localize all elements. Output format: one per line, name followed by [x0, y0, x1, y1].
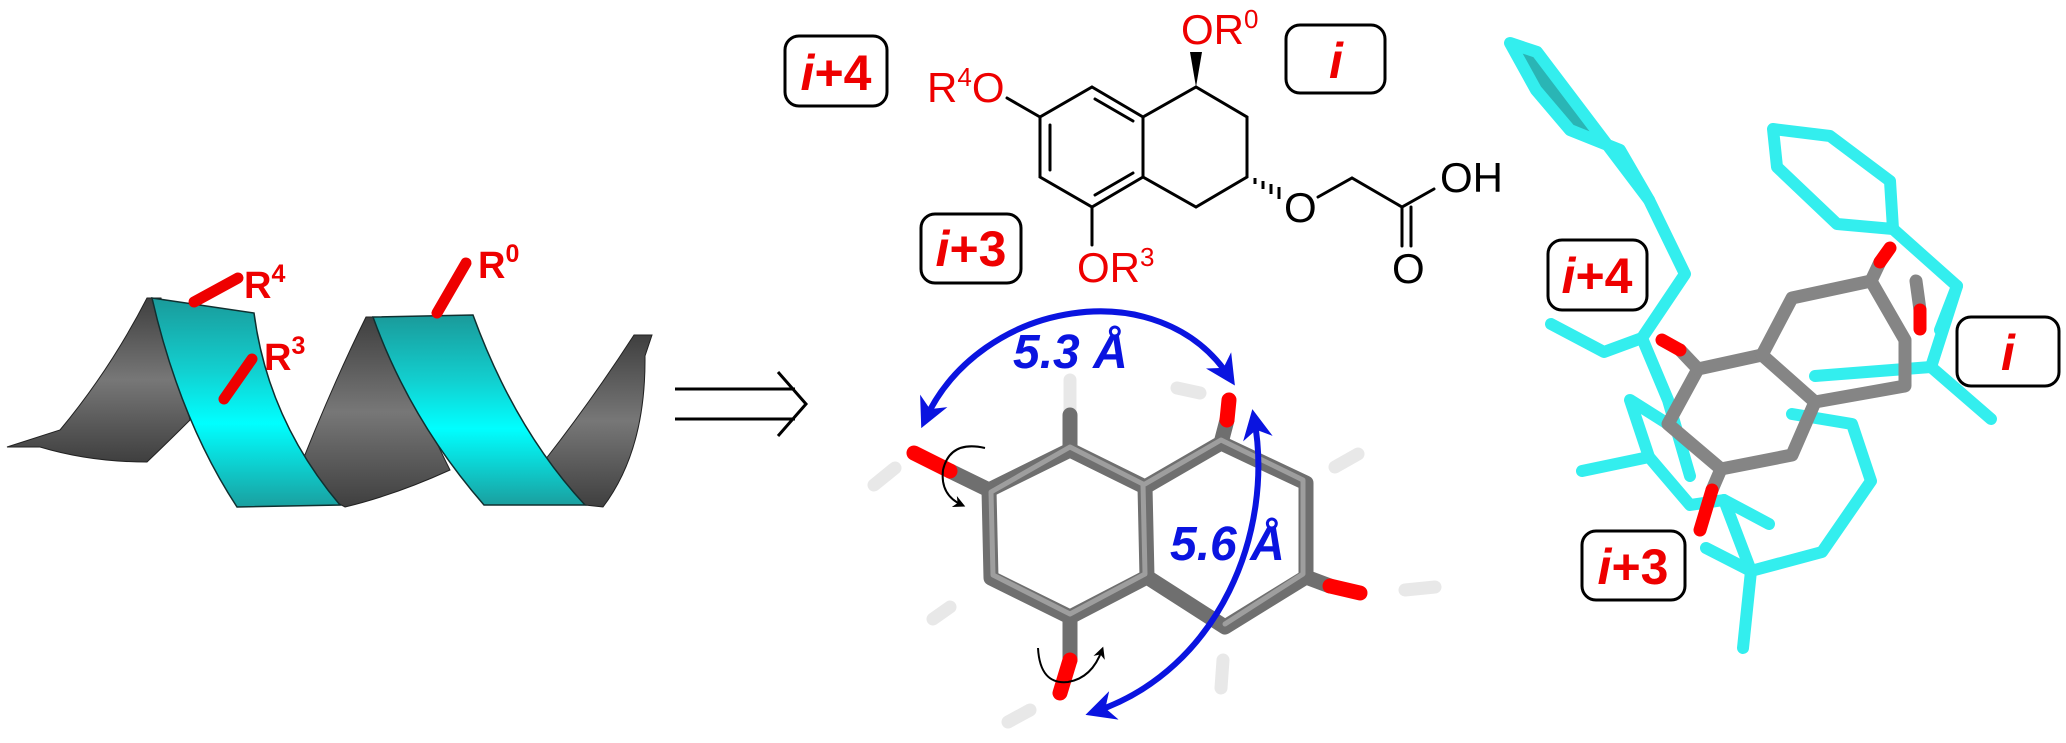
svg-text:i+3: i+3 [1598, 539, 1669, 595]
overlay-label-i3: i+3 [1580, 529, 1687, 602]
distance-arc-5-6 [1085, 409, 1273, 720]
svg-text:i: i [1329, 33, 1344, 89]
helix-back-strand-1 [6, 297, 191, 463]
stick-model-3d: 5.3 Å 5.6 Å [863, 308, 1446, 732]
rotation-arrow-icon [941, 445, 986, 507]
helix-label-r3: R3 [264, 332, 305, 379]
distance-label-5-3: 5.3 Å [1013, 325, 1128, 379]
acid-oh-label: OH [1440, 154, 1503, 201]
wedge-bond [1190, 52, 1202, 87]
carbonyl-oxygen-label: O [1392, 245, 1425, 292]
hashed-bond [1253, 178, 1281, 199]
overlay-label-i: i [1955, 315, 2061, 388]
position-label-i3: i+3 [919, 212, 1023, 285]
svg-text:i+4: i+4 [801, 45, 872, 101]
distance-arc-5-3 [920, 308, 1235, 429]
distance-label-5-6: 5.6 Å [1170, 517, 1285, 571]
ether-oxygen-label: O [1284, 184, 1317, 231]
or3-label: OR3 [1077, 242, 1154, 291]
substituent-stick-r3 [218, 353, 258, 405]
or0-label: OR0 [1181, 4, 1258, 53]
alpha-helix-ribbon: R4 R3 R0 [6, 240, 653, 508]
position-label-i: i [1284, 23, 1387, 95]
svg-text:i+3: i+3 [936, 221, 1007, 277]
substituent-stick-r4 [188, 272, 244, 308]
helix-front-strand-2 [371, 314, 587, 506]
substituent-stick-r0 [431, 257, 472, 319]
helix-label-r0: R0 [478, 240, 519, 287]
r4o-label: R4O [927, 62, 1004, 111]
svg-text:i+4: i+4 [1562, 248, 1633, 304]
chemical-structure-2d: R4O OR0 OR3 O OH O [927, 4, 1503, 292]
overlay-label-i4: i+4 [1546, 238, 1649, 312]
helix-label-r4: R4 [244, 260, 285, 307]
position-label-i4: i+4 [783, 34, 889, 108]
svg-text:i: i [2001, 325, 2016, 381]
helix-front-strand-1 [151, 297, 342, 508]
implies-arrow-icon [675, 371, 808, 437]
helix-overlay-model: i+4 i i+3 [1504, 37, 2061, 654]
